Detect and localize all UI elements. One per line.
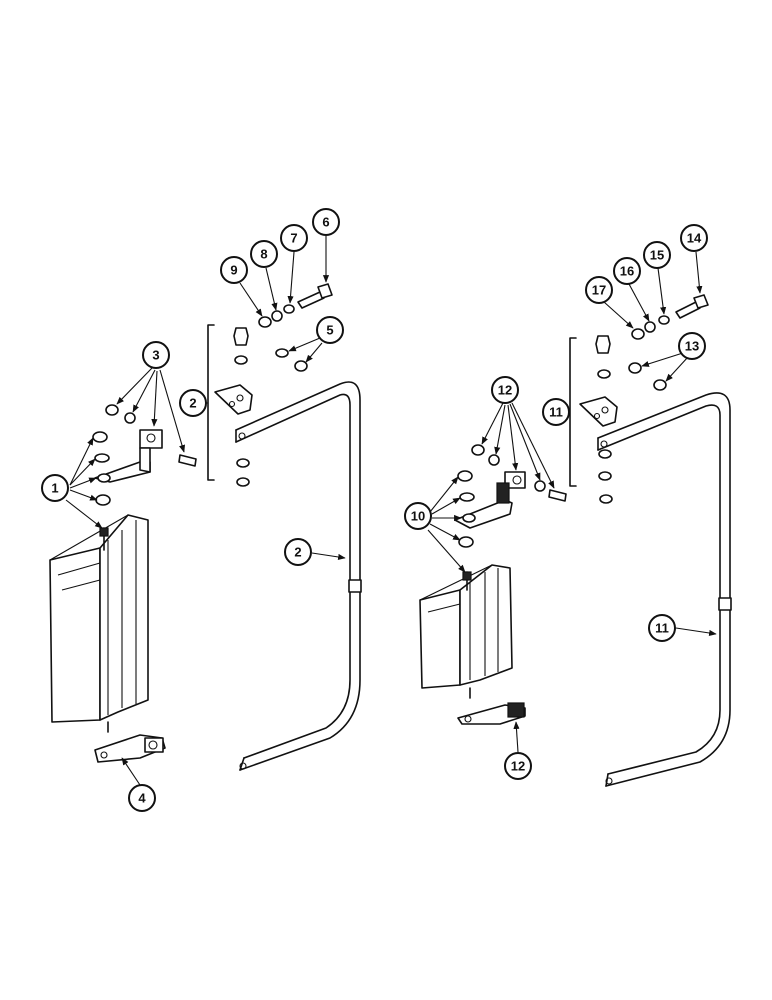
svg-text:13: 13 — [685, 339, 699, 354]
callout-9: 9 — [220, 256, 248, 284]
right-mount-plate — [579, 396, 618, 427]
callout-8: 8 — [250, 240, 278, 268]
left-top-hardware — [258, 283, 333, 328]
svg-text:10: 10 — [411, 509, 425, 524]
left-mount-plate — [214, 384, 253, 415]
svg-text:15: 15 — [650, 248, 664, 263]
callout-10: 10 — [404, 502, 432, 530]
callout-16: 16 — [613, 257, 641, 285]
callout-15: 15 — [643, 241, 671, 269]
left-group-bracket — [207, 324, 215, 481]
svg-text:12: 12 — [511, 759, 525, 774]
left-bracket-hardware — [233, 327, 308, 487]
small-panel — [419, 564, 513, 699]
callout-11-rail: 11 — [648, 614, 676, 642]
right-handrail — [597, 392, 732, 787]
callout-12-bottom: 12 — [504, 752, 532, 780]
callout-11-bracket: 11 — [542, 398, 570, 426]
svg-text:6: 6 — [322, 215, 329, 230]
lower-hinge-bracket — [94, 734, 166, 763]
svg-text:4: 4 — [138, 791, 146, 806]
callout-2-bracket: 2 — [179, 389, 207, 417]
callout-4: 4 — [128, 784, 156, 812]
right-bracket-hardware — [595, 335, 667, 504]
svg-text:16: 16 — [620, 264, 634, 279]
svg-text:2: 2 — [189, 396, 196, 411]
callout-1: 1 — [41, 474, 69, 502]
svg-text:7: 7 — [290, 231, 297, 246]
svg-text:17: 17 — [592, 283, 606, 298]
large-panel — [49, 514, 149, 733]
callout-13: 13 — [678, 332, 706, 360]
svg-text:9: 9 — [230, 263, 237, 278]
svg-text:12: 12 — [498, 383, 512, 398]
right-assembly — [419, 294, 732, 787]
callout-14: 14 — [680, 224, 708, 252]
svg-text:11: 11 — [549, 405, 563, 420]
right-lower-hinge — [457, 702, 526, 725]
svg-text:5: 5 — [326, 323, 333, 338]
callout-3: 3 — [142, 341, 170, 369]
svg-text:3: 3 — [152, 348, 159, 363]
svg-text:14: 14 — [687, 231, 702, 246]
svg-text:11: 11 — [655, 621, 669, 636]
left-handrail — [235, 381, 362, 771]
right-top-hardware — [631, 294, 709, 340]
left-assembly — [49, 283, 362, 771]
svg-text:8: 8 — [260, 247, 267, 262]
callouts: 1 2 2 3 4 5 6 7 — [41, 208, 708, 812]
leader-lines — [65, 236, 717, 786]
right-fasteners — [457, 444, 567, 548]
callout-12-top: 12 — [491, 376, 519, 404]
callout-7: 7 — [280, 224, 308, 252]
callout-17: 17 — [585, 276, 613, 304]
svg-text:1: 1 — [51, 481, 58, 496]
right-group-bracket — [569, 337, 577, 487]
callout-6: 6 — [312, 208, 340, 236]
callout-5: 5 — [316, 316, 344, 344]
callout-2-rail: 2 — [284, 538, 312, 566]
svg-text:2: 2 — [294, 545, 301, 560]
